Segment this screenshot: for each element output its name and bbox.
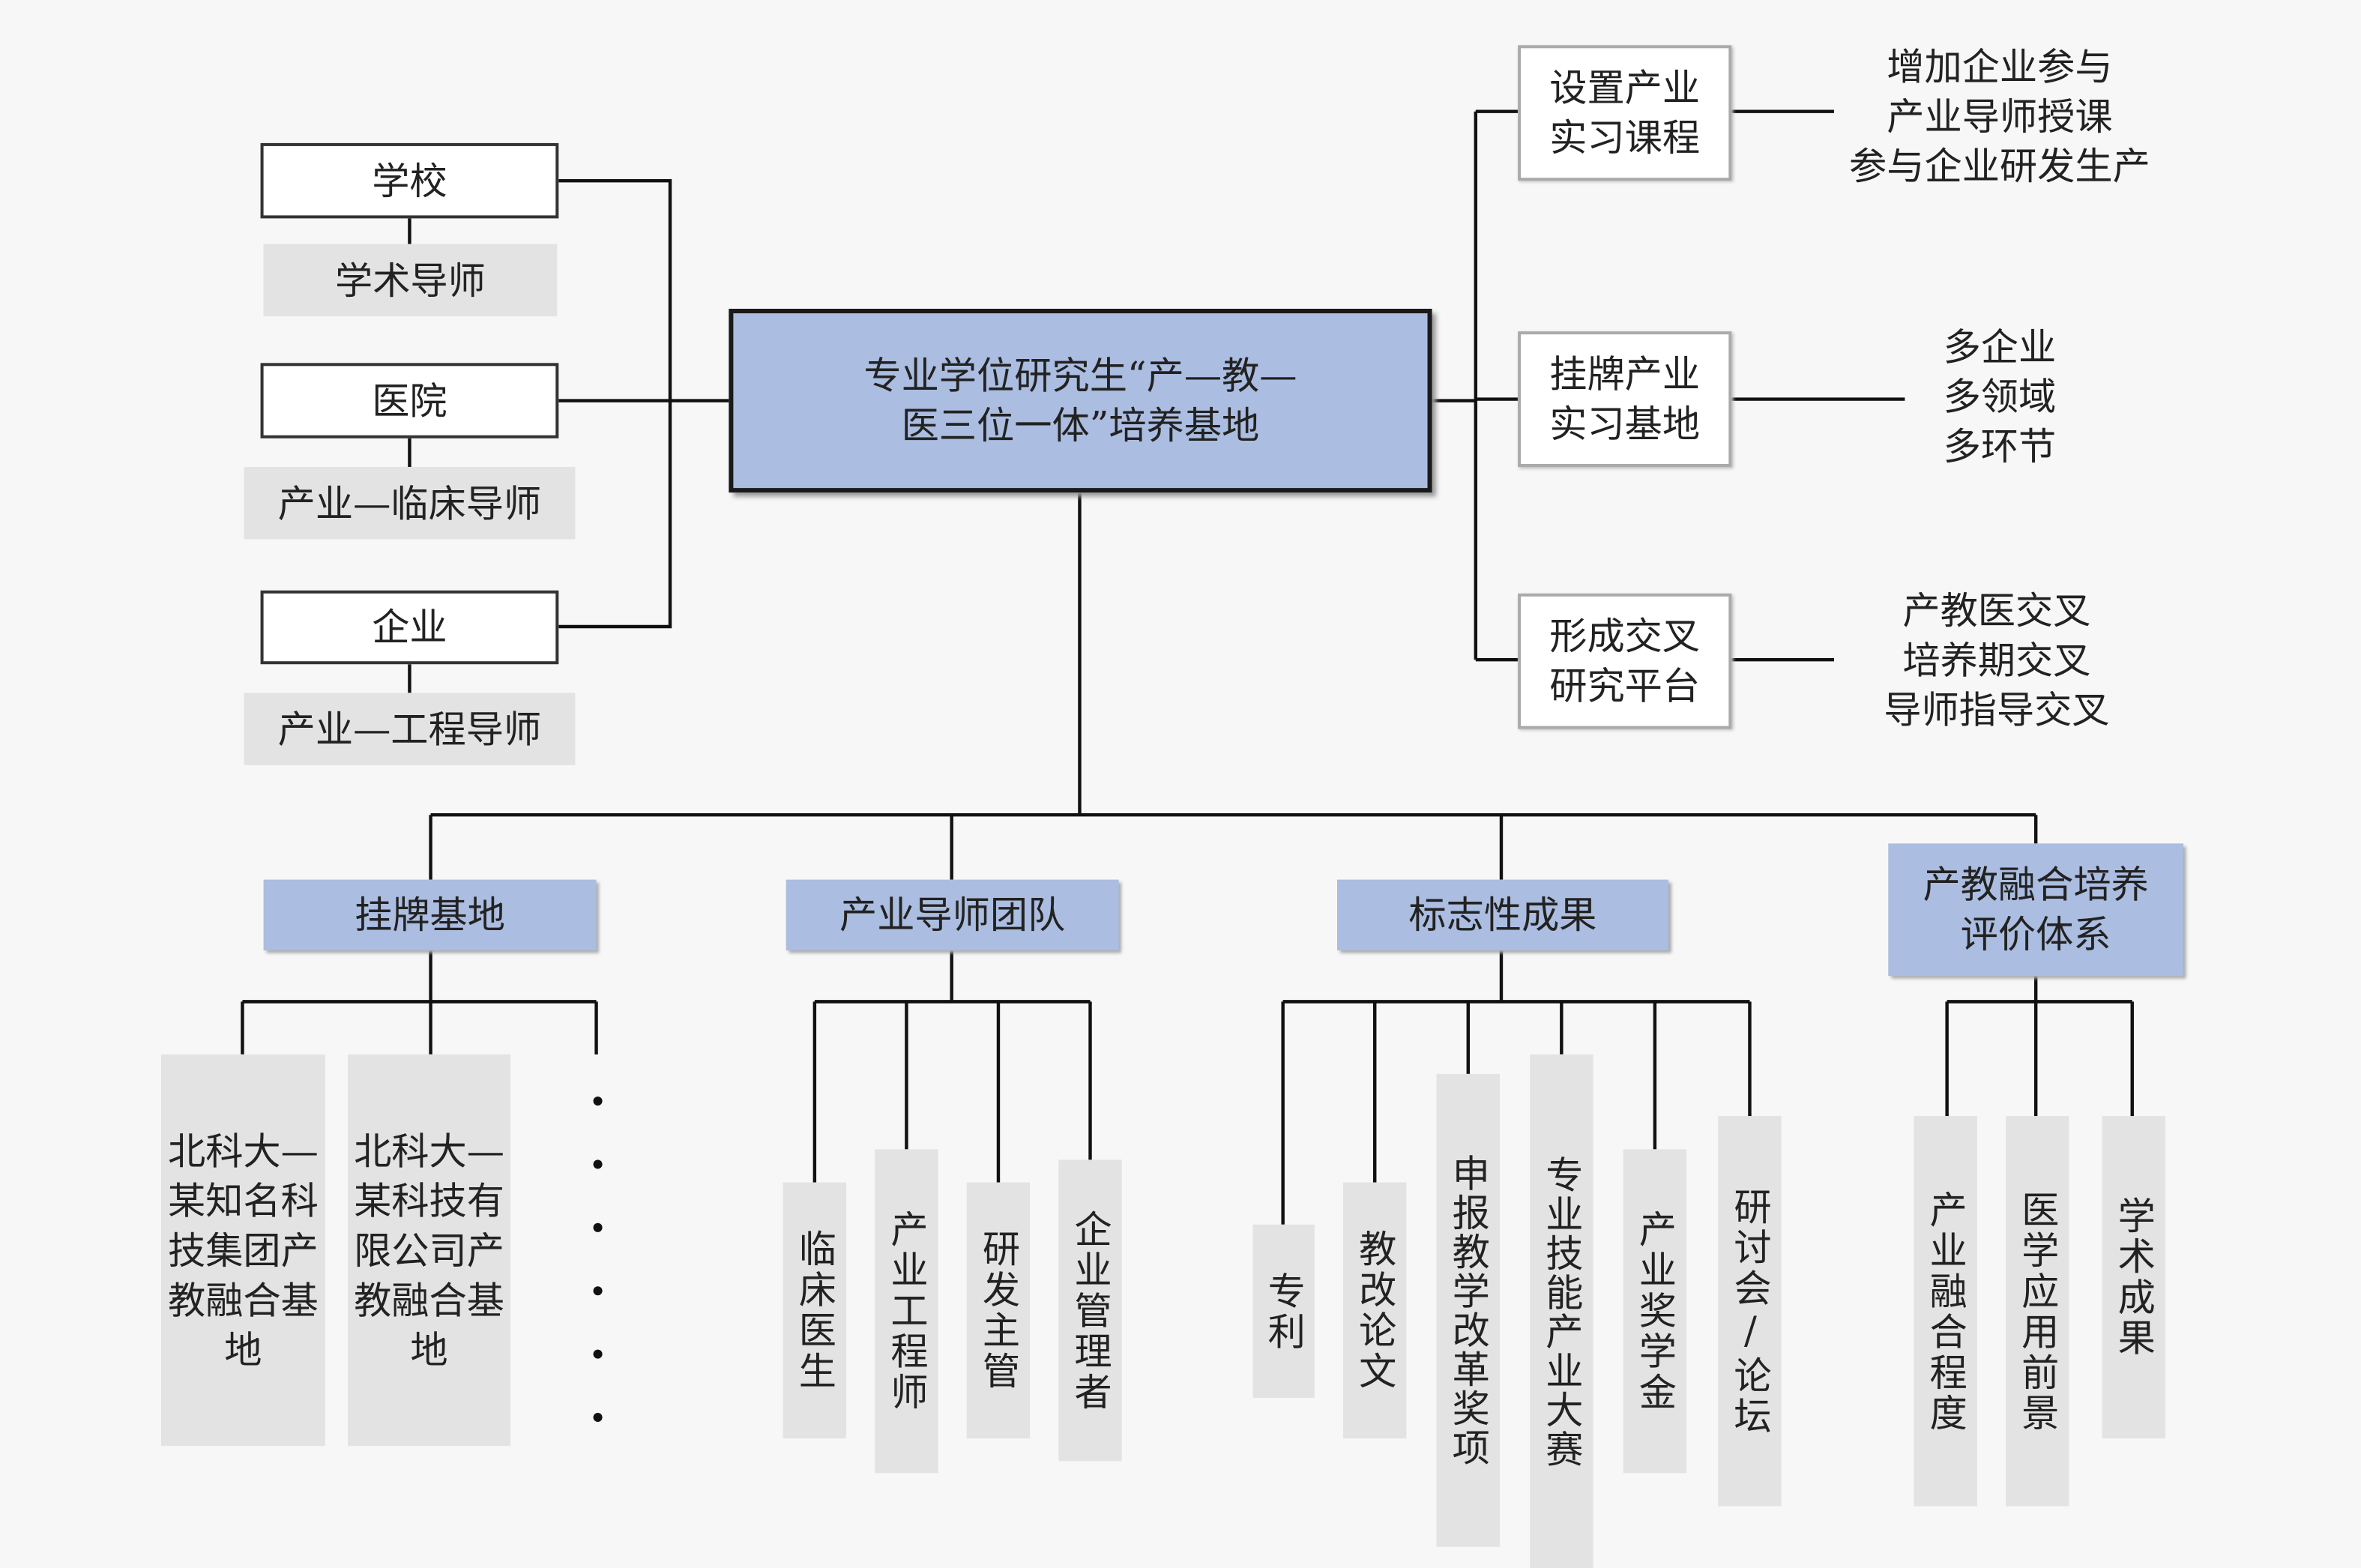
note: 培养期交叉 — [1902, 639, 2091, 683]
org-label: 学校 — [372, 159, 447, 203]
note: 导师指导交叉 — [1884, 688, 2110, 732]
mentor-label: 产业—临床导师 — [277, 481, 542, 525]
box-line: 实习课程 — [1549, 115, 1701, 160]
result-item: 申报教学改革奖项 — [1436, 1073, 1500, 1547]
right-box-platform: 形成交叉研究平台 — [1518, 593, 1732, 729]
box-line: 研究平台 — [1549, 664, 1701, 708]
right-box-base: 挂牌产业实习基地 — [1518, 331, 1732, 467]
mentor-box-clinical: 产业—临床导师 — [244, 466, 576, 540]
result-item: 专利 — [1252, 1224, 1315, 1398]
result-item-label: 研讨会/论坛 — [1728, 1186, 1773, 1437]
box-line: 形成交叉 — [1549, 614, 1701, 659]
header-label: 挂牌基地 — [355, 893, 506, 937]
result-item-label: 产业奖学金 — [1633, 1209, 1678, 1414]
mentor-box-academic: 学术导师 — [263, 244, 558, 317]
base-item: 北科大—某科技有限公司产教融合基地 — [348, 1054, 511, 1447]
right-box-course: 设置产业实习课程 — [1518, 45, 1732, 181]
team-item-label: 企业管理者 — [1069, 1208, 1113, 1412]
org-label: 企业 — [372, 605, 447, 650]
mentor-label: 产业—工程导师 — [277, 707, 542, 751]
result-item: 专业技能产业大赛 — [1530, 1054, 1593, 1568]
org-box-hospital: 医院 — [260, 363, 559, 438]
base-item-label: 北科大—某知名科技集团产教融合基地 — [167, 1129, 319, 1372]
team-item: 临床医生 — [783, 1182, 847, 1439]
team-item-label: 产业工程师 — [885, 1209, 929, 1414]
header-label: 产教融合培养 — [1923, 863, 2149, 907]
result-item: 研讨会/论坛 — [1718, 1116, 1782, 1507]
note: 产教医交叉 — [1902, 588, 2091, 633]
note: 参与企业研发生产 — [1849, 144, 2150, 189]
base-item: 北科大—某知名科技集团产教融合基地 — [160, 1054, 325, 1447]
mentor-box-engineering: 产业—工程导师 — [244, 693, 576, 765]
header-eval: 产教融合培养评价体系 — [1888, 843, 2184, 977]
header-base: 挂牌基地 — [263, 879, 597, 951]
eval-item: 产业融合程度 — [1914, 1116, 1977, 1507]
eval-item-label: 学术成果 — [2112, 1195, 2156, 1359]
note: 增加企业参与 — [1887, 45, 2113, 89]
note: 多领域 — [1943, 375, 2057, 419]
note: 多环节 — [1943, 424, 2057, 468]
header-results: 标志性成果 — [1336, 879, 1668, 951]
center-title-line1: 专业学位研究生“产—教— — [863, 354, 1297, 398]
mentor-label: 学术导师 — [334, 258, 486, 302]
center-title-line2: 医三位一体”培养基地 — [901, 403, 1260, 447]
header-team: 产业导师团队 — [786, 879, 1119, 951]
note: 多企业 — [1943, 325, 2057, 370]
eval-item-label: 医学应用前景 — [2016, 1189, 2060, 1434]
notes-course: 增加企业参与产业导师授课参与企业研发生产 — [1789, 42, 2211, 191]
header-label: 评价体系 — [1960, 912, 2111, 957]
org-label: 医院 — [372, 379, 447, 423]
team-item: 产业工程师 — [875, 1149, 938, 1474]
result-item-label: 专业技能产业大赛 — [1540, 1154, 1584, 1468]
notes-platform: 产教医交叉培养期交叉导师指导交叉 — [1786, 586, 2208, 735]
header-label: 标志性成果 — [1408, 893, 1597, 937]
eval-item-label: 产业融合程度 — [1924, 1189, 1968, 1434]
org-box-school: 学校 — [260, 142, 559, 219]
box-line: 挂牌产业 — [1549, 352, 1701, 396]
team-item-label: 研发主管 — [977, 1228, 1022, 1392]
eval-item: 医学应用前景 — [2005, 1116, 2069, 1507]
result-item-label: 申报教学改革奖项 — [1447, 1154, 1491, 1468]
result-item: 产业奖学金 — [1623, 1149, 1687, 1474]
team-item: 研发主管 — [966, 1182, 1031, 1439]
note: 产业导师授课 — [1887, 94, 2113, 139]
result-item: 教改论文 — [1343, 1182, 1407, 1439]
notes-base: 多企业多领域多环节 — [1789, 322, 2211, 471]
eval-item: 学术成果 — [2102, 1116, 2165, 1439]
org-box-enterprise: 企业 — [260, 590, 559, 665]
header-label: 产业导师团队 — [839, 893, 1066, 937]
base-item-label: 北科大—某科技有限公司产教融合基地 — [354, 1129, 505, 1372]
team-item: 企业管理者 — [1058, 1160, 1122, 1462]
result-item-label: 专利 — [1262, 1270, 1306, 1352]
result-item-label: 教改论文 — [1354, 1228, 1398, 1392]
box-line: 设置产业 — [1549, 66, 1701, 110]
team-item-label: 临床医生 — [793, 1228, 838, 1392]
box-line: 实习基地 — [1549, 402, 1701, 446]
center-title-box: 专业学位研究生“产—教— 医三位一体”培养基地 — [729, 308, 1432, 493]
